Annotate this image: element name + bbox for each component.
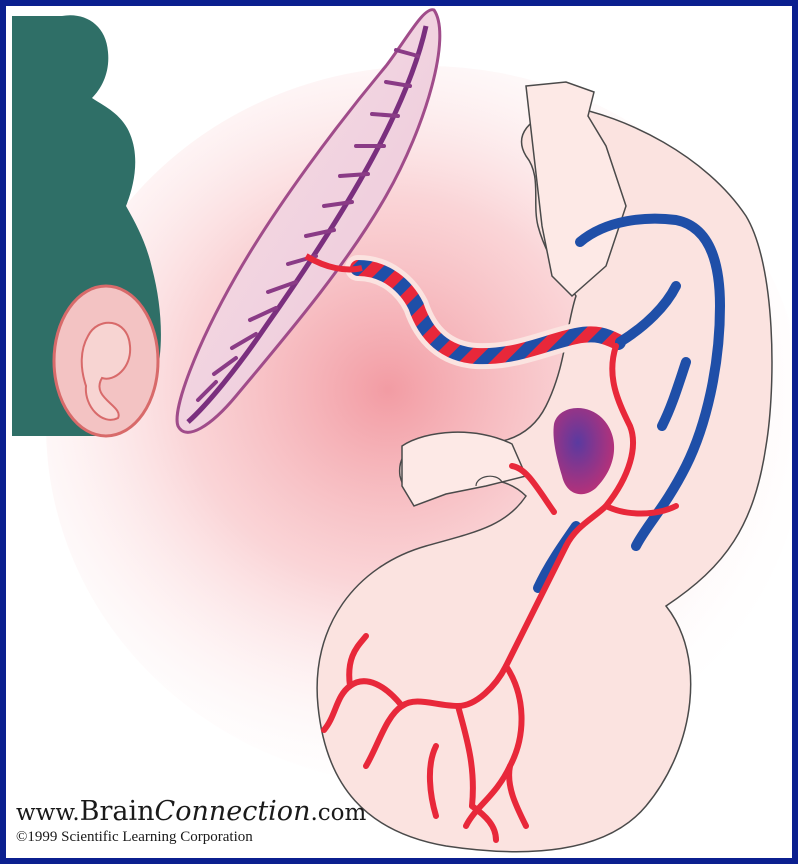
credit-site: www.BrainConnection.com bbox=[16, 796, 366, 827]
site-suffix: .com bbox=[310, 800, 366, 826]
site-brand-italic: Connection bbox=[155, 796, 311, 827]
credit-block: www.BrainConnection.com ©1999 Scientific… bbox=[16, 796, 366, 846]
fetal-circulation-illustration bbox=[6, 6, 792, 858]
site-brand: Brain bbox=[80, 796, 155, 827]
illustration-frame: www.BrainConnection.com ©1999 Scientific… bbox=[6, 6, 792, 858]
copyright-line: ©1999 Scientific Learning Corporation bbox=[16, 829, 366, 846]
site-prefix: www. bbox=[16, 800, 80, 826]
